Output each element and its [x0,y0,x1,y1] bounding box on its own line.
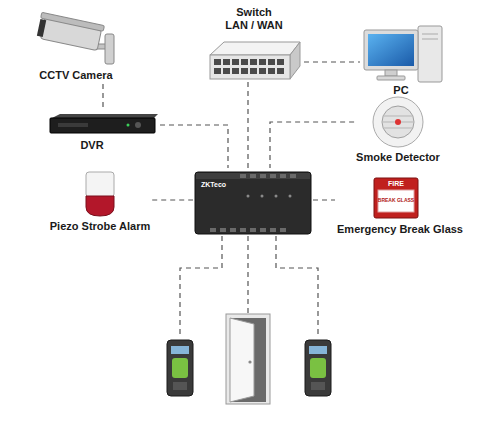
dashed-link [160,125,228,168]
pc-icon [364,26,442,82]
pc-drive [422,39,438,40]
controller-body [195,172,311,234]
device-label: ZKTeco [201,181,226,189]
pc-tower [418,26,442,82]
fingerprint-reader [167,340,193,396]
reader-keys [173,382,187,390]
device-node: DVR [46,110,160,154]
reader-sensor [172,358,188,378]
door-handle [248,360,251,363]
device-node: CCTV Camera [36,14,117,84]
door-opening [230,318,266,402]
device-label: CCTV Camera [39,69,112,82]
pc-drive [422,34,438,35]
sign-text: FIRE [388,180,404,188]
grille-line [384,128,412,129]
device-node: Switch LAN / WAN [206,4,304,82]
switch-ports [214,59,284,74]
camera-mount [105,34,114,64]
device-node: ZKTeco [193,168,313,238]
pc-base [377,76,405,80]
grille-line [384,116,412,117]
camera-icon [36,12,114,64]
device-label: Switch LAN / WAN [225,6,283,32]
pc-monitor [364,30,418,70]
dashed-link [313,199,335,200]
switch-top [210,42,300,55]
break-glass-box [374,178,418,218]
strobe-lens [86,196,114,216]
dashed-link [247,82,248,168]
break-glass-panel [378,190,414,212]
door-leaf [230,318,254,402]
reader-keys [311,382,325,390]
dvr-led [127,124,130,127]
switch-front [210,55,290,79]
break-glass-icon [374,178,418,218]
detector-shell [373,97,423,147]
device-label: PC [393,84,408,97]
switch-icon [210,42,300,79]
pc-stand [385,70,397,76]
device-node: Piezo Strobe Alarm [48,168,152,235]
fingerprint-reader [305,340,331,396]
camera-lens [37,19,46,37]
device-label: DVR [80,139,103,152]
dashed-link [152,199,193,200]
strobe-icon [86,172,114,216]
reader-body [167,340,193,396]
sign-text: BREAK GLASS [378,197,414,203]
dvr-slot [58,123,88,127]
camera-hood [41,12,105,31]
controller-leds [247,195,292,198]
controller-icon [195,172,311,234]
dashed-link [102,84,103,110]
reader-sensor [310,358,326,378]
wire [180,236,222,338]
detector-grille [382,106,414,138]
reader-body [305,340,331,396]
wire [247,236,248,314]
controller-strip [196,173,310,179]
device-label: Piezo Strobe Alarm [50,220,150,233]
device-label: Emergency Break Glass [337,223,463,236]
dashed-link [270,122,354,168]
door-frame [226,314,270,404]
pc-screen [368,34,414,66]
dvr-icon [50,114,158,133]
dvr-top [52,114,158,118]
smoke-detector-icon [373,97,423,147]
wire [276,236,318,338]
dashed-link [304,61,360,62]
device-label: Smoke Detector [356,151,440,164]
switch-side [290,42,300,79]
strobe-base [86,172,114,197]
dvr-knob [135,122,141,128]
reader-screen [309,346,327,354]
device-node: Smoke Detector [354,94,442,166]
reader-screen [171,346,189,354]
dvr-body [50,118,155,133]
detector-led [395,119,401,125]
door-icon [226,314,270,404]
device-node: PC [360,24,446,99]
